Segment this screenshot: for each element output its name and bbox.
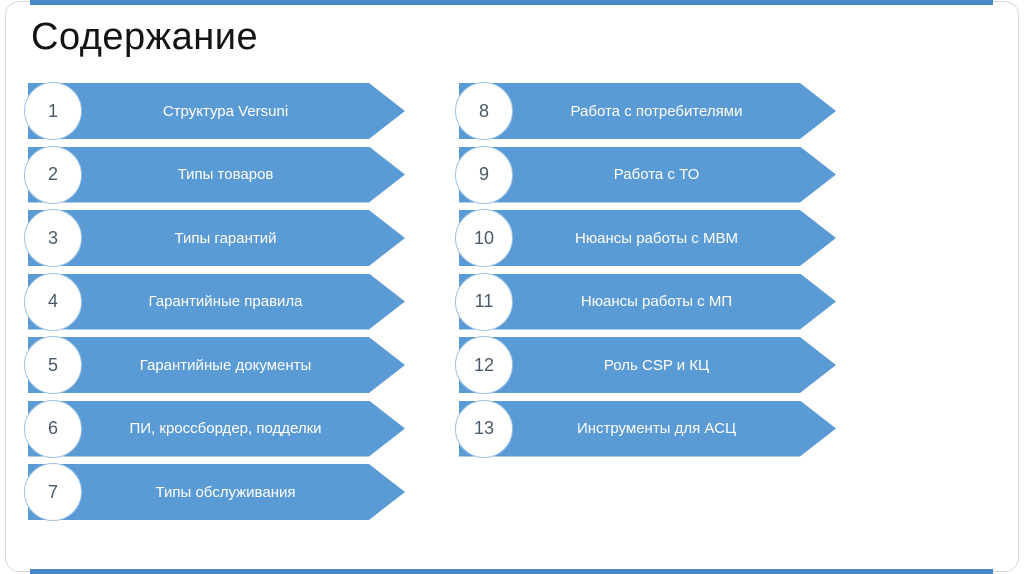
toc-item-label: Гарантийные правила — [148, 293, 303, 310]
toc-item-arrow: Гарантийные документы — [28, 337, 405, 393]
toc-item-number: 5 — [47, 354, 58, 375]
page-title: Содержание — [31, 16, 259, 58]
toc-item: Структура Versuni 1 — [24, 82, 405, 140]
toc-item-number: 7 — [47, 481, 58, 502]
toc-item-number: 11 — [474, 291, 494, 311]
toc-item-number-circle: 1 — [24, 82, 82, 140]
toc-item: Гарантийные правила 4 — [24, 272, 405, 331]
toc-item: Работа с ТО 9 — [455, 145, 836, 204]
toc-item: ПИ, кроссбордер, подделки 6 — [24, 399, 405, 458]
toc-item-number-circle: 13 — [455, 399, 513, 458]
toc-item-arrow: Роль CSP и КЦ — [459, 337, 836, 393]
toc-item-label: Нюансы работы с МП — [580, 293, 733, 310]
toc-item-number: 10 — [473, 227, 495, 248]
toc-item: Нюансы работы с МВМ 10 — [455, 209, 836, 267]
toc-item-arrow: Типы товаров — [28, 147, 405, 203]
toc-item-number: 6 — [47, 418, 58, 438]
toc-item-number-circle: 3 — [24, 209, 82, 267]
toc-item-number-circle: 9 — [455, 145, 513, 204]
toc-item-arrow: Гарантийные правила — [28, 274, 405, 330]
toc-item-label: Типы обслуживания — [155, 483, 296, 501]
toc-item-label: Типы гарантий — [174, 229, 277, 247]
toc-item-arrow: Работа с ТО — [459, 147, 836, 203]
toc-item-label: Работа с потребителями — [570, 102, 743, 120]
toc-item-label: Инструменты для АСЦ — [576, 420, 737, 437]
toc-item: Инструменты для АСЦ 13 — [455, 399, 836, 458]
toc-item-number-circle: 6 — [24, 399, 82, 458]
toc-item-number: 12 — [473, 354, 495, 375]
toc-item-number: 1 — [47, 100, 58, 121]
toc-item: Роль CSP и КЦ 12 — [455, 336, 836, 394]
top-accent-bar — [30, 0, 993, 5]
toc-item-arrow: Работа с потребителями — [459, 83, 836, 139]
toc-item-number: 4 — [47, 291, 58, 311]
toc-item-label: Типы товаров — [177, 166, 274, 183]
toc-item-arrow: Типы обслуживания — [28, 464, 405, 520]
toc-item-number-circle: 12 — [455, 336, 513, 394]
toc-item-label: Роль CSP и КЦ — [603, 356, 710, 374]
toc-item-number: 2 — [47, 164, 58, 184]
toc-item-arrow: Нюансы работы с МП — [459, 274, 836, 330]
toc-item-arrow: ПИ, кроссбордер, подделки — [28, 401, 405, 457]
toc-item-arrow: Инструменты для АСЦ — [459, 401, 836, 457]
toc-item-number-circle: 2 — [24, 145, 82, 204]
toc-item-label: Работа с ТО — [613, 166, 700, 183]
toc-item-number: 13 — [473, 418, 495, 438]
toc-item-number: 9 — [478, 164, 489, 184]
toc-item: Типы гарантий 3 — [24, 209, 405, 267]
toc-item-number-circle: 5 — [24, 336, 82, 394]
bottom-accent-bar — [30, 569, 993, 574]
toc-item: Нюансы работы с МП 11 — [455, 272, 836, 331]
toc-column-right: Работа с потребителями 8 Работа с ТО 9 Н… — [455, 82, 836, 464]
toc-item-label: Гарантийные документы — [139, 356, 312, 374]
toc-item-number: 8 — [478, 100, 489, 121]
toc-item-arrow: Структура Versuni — [28, 83, 405, 139]
toc-column-left: Структура Versuni 1 Типы товаров 2 Типы … — [24, 82, 405, 528]
toc-item-label: Нюансы работы с МВМ — [575, 229, 738, 247]
toc-item-label: ПИ, кроссбордер, подделки — [129, 420, 322, 437]
toc-item: Гарантийные документы 5 — [24, 336, 405, 394]
toc-item: Работа с потребителями 8 — [455, 82, 836, 140]
toc-item-label: Структура Versuni — [162, 102, 289, 120]
toc-item-number-circle: 4 — [24, 272, 82, 331]
toc-item-number-circle: 8 — [455, 82, 513, 140]
toc-item: Типы обслуживания 7 — [24, 463, 405, 521]
toc-item-number: 3 — [47, 227, 58, 248]
toc-item-arrow: Нюансы работы с МВМ — [459, 210, 836, 266]
toc-item-number-circle: 11 — [455, 272, 513, 331]
toc-item-arrow: Типы гарантий — [28, 210, 405, 266]
toc-item-number-circle: 10 — [455, 209, 513, 267]
toc-item-number-circle: 7 — [24, 463, 82, 521]
toc-item: Типы товаров 2 — [24, 145, 405, 204]
